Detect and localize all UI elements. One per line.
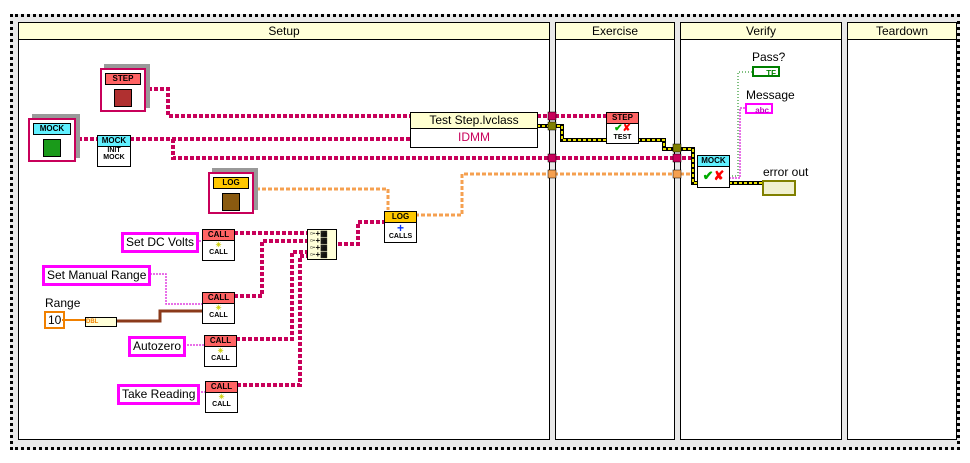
range-constant[interactable]: 10 (44, 311, 66, 329)
wire (256, 187, 390, 210)
string-constant-autozero[interactable]: Autozero (128, 336, 187, 357)
range-label: Range (45, 296, 81, 310)
to-double-node[interactable]: DBL (85, 317, 117, 327)
star-icon: ✳ (218, 394, 225, 401)
frame-verify: Verify (680, 22, 842, 440)
wire (234, 231, 307, 387)
string-constant-set-manual-range[interactable]: Set Manual Range (42, 265, 152, 286)
wire (338, 220, 384, 246)
call-node[interactable]: CALL✳CALL (202, 229, 235, 261)
tunnel (672, 143, 682, 153)
frame-teardown: Teardown (847, 22, 957, 440)
pass-label: Pass? (752, 50, 786, 64)
frame-title: Setup (19, 23, 549, 40)
frame-title: Teardown (848, 23, 956, 40)
call-node[interactable]: CALL✳CALL (205, 381, 238, 413)
message-indicator[interactable]: abc (745, 103, 773, 115)
test-step-node[interactable]: STEP✔✘TEST (606, 112, 639, 144)
wire (116, 309, 202, 323)
star-icon: ✳ (215, 305, 222, 312)
tunnel (547, 153, 557, 163)
string-constant-take-reading[interactable]: Take Reading (117, 384, 201, 405)
string-constant-set-dc-volts[interactable]: Set DC Volts (121, 232, 200, 253)
mock-class-constant[interactable]: MOCK (28, 118, 76, 162)
build-array-node[interactable]: ▫·+▦▫·+▦▫·+▦▫·+▦ (307, 229, 337, 260)
plus-icon: + (396, 221, 404, 235)
frame-title: Exercise (556, 23, 674, 40)
error-out-label: error out (763, 165, 809, 179)
frame-exercise: Exercise (555, 22, 675, 440)
pass-indicator[interactable]: TF (752, 66, 780, 78)
step-class-constant[interactable]: STEP (100, 68, 146, 112)
log-calls-node[interactable]: LOG+CALLS (384, 211, 417, 243)
call-node[interactable]: CALL✳CALL (202, 292, 235, 324)
cube-icon (114, 89, 132, 107)
tunnel (672, 169, 682, 179)
wire (148, 87, 410, 118)
cube-icon (43, 139, 61, 157)
tunnel (672, 153, 682, 163)
call-node[interactable]: CALL✳CALL (204, 335, 237, 367)
frame-title: Verify (681, 23, 841, 40)
tunnel (547, 169, 557, 179)
star-icon: ✳ (215, 242, 222, 249)
mock-verify-node[interactable]: MOCK✔✘ (697, 155, 730, 188)
error-out-indicator[interactable] (762, 180, 796, 196)
tunnel (547, 111, 557, 121)
check-x-icon: ✔✘ (702, 168, 725, 183)
wire (729, 71, 752, 177)
cube-icon (222, 193, 240, 211)
star-icon: ✳ (217, 348, 224, 355)
message-label: Message (746, 88, 795, 102)
wire (130, 137, 694, 160)
log-class-constant[interactable]: LOG (208, 172, 254, 214)
check-x-icon: ✔✘ (614, 123, 631, 134)
wire (415, 172, 695, 217)
tunnel (547, 121, 557, 131)
